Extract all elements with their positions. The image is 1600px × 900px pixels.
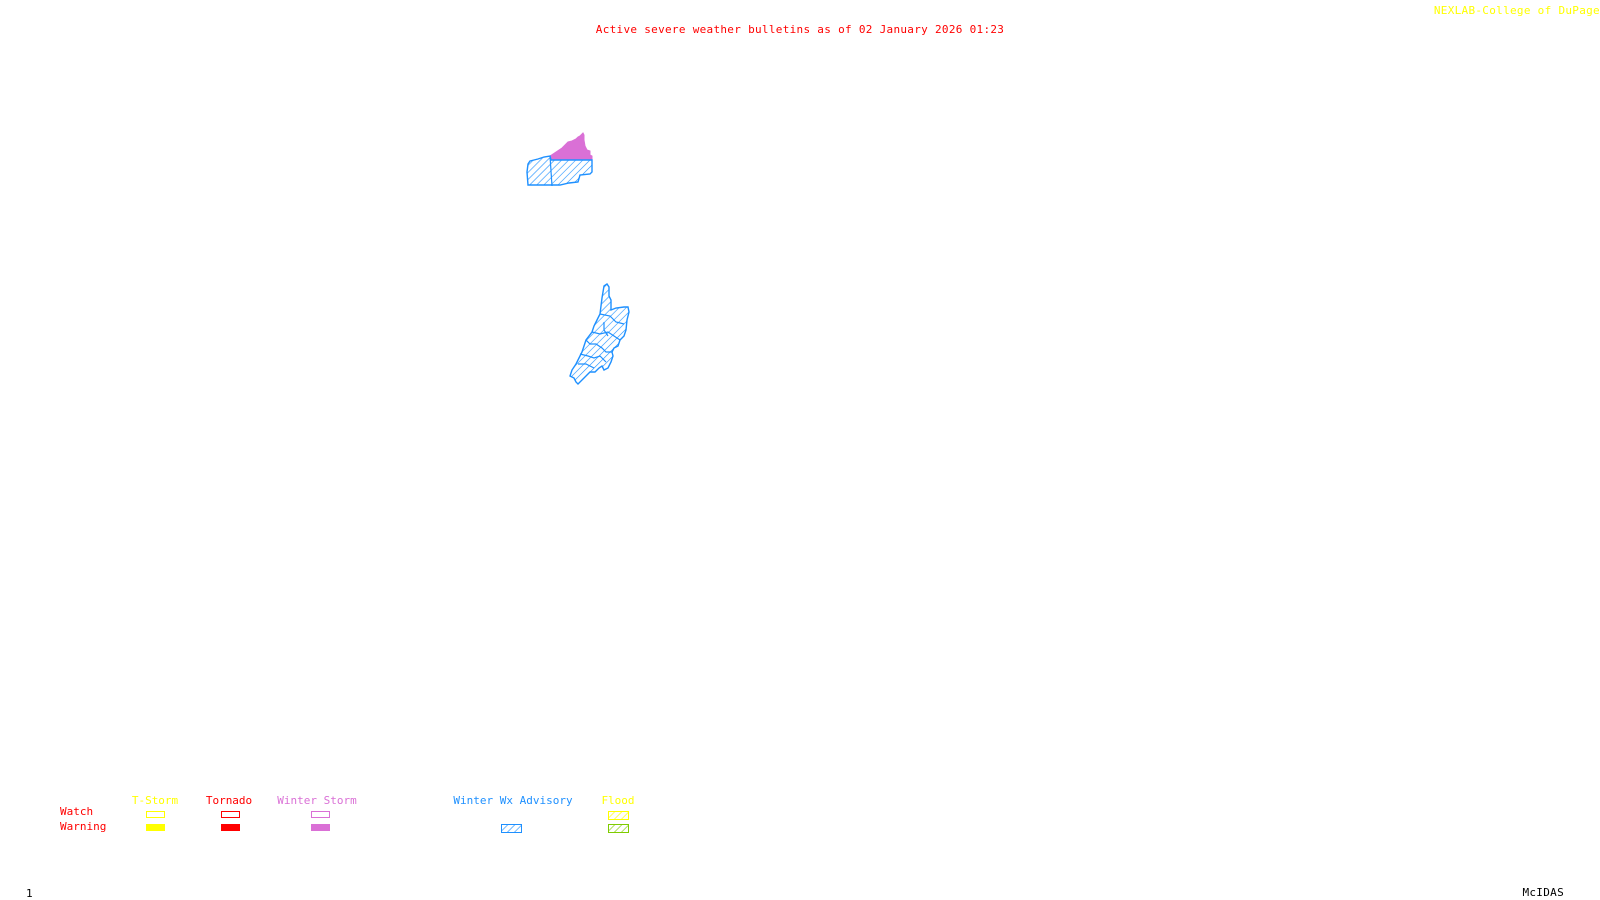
southern-bulletin-cluster (569, 283, 630, 385)
winter-storm-warning-swatch (311, 824, 330, 831)
legend-label-flood: Flood (601, 794, 635, 807)
flood-warning-swatch (608, 824, 629, 833)
tornado-watch-swatch (221, 811, 240, 818)
legend-label-winter-wx-advisory: Winter Wx Advisory (453, 794, 573, 807)
tstorm-watch-swatch (146, 811, 165, 818)
legend-row-warning: Warning (60, 820, 107, 833)
legend-label-tornado: Tornado (205, 794, 253, 807)
winter-wx-advisory-warning-swatch (501, 824, 522, 833)
northern-winter-wx-advisory-area[interactable] (526, 155, 593, 186)
page-title: Active severe weather bulletins as of 02… (595, 23, 1005, 36)
county-boundaries (578, 313, 625, 369)
county-boundary (549, 155, 553, 187)
winter-storm-watch-swatch (311, 811, 330, 818)
software-label: McIDAS (1522, 886, 1564, 899)
legend-row-watch: Watch (60, 805, 94, 818)
frame-number: 1 (26, 887, 33, 900)
tornado-warning-swatch (221, 824, 240, 831)
legend-label-tstorm: T-Storm (131, 794, 179, 807)
flood-watch-swatch (608, 811, 629, 820)
tstorm-warning-swatch (146, 824, 165, 831)
legend-label-winter-storm: Winter Storm (277, 794, 357, 807)
northern-bulletin-cluster (526, 132, 593, 187)
northern-winter-storm-warning-area[interactable] (549, 132, 593, 161)
credit-label: NEXLAB-College of DuPage (1433, 4, 1600, 17)
